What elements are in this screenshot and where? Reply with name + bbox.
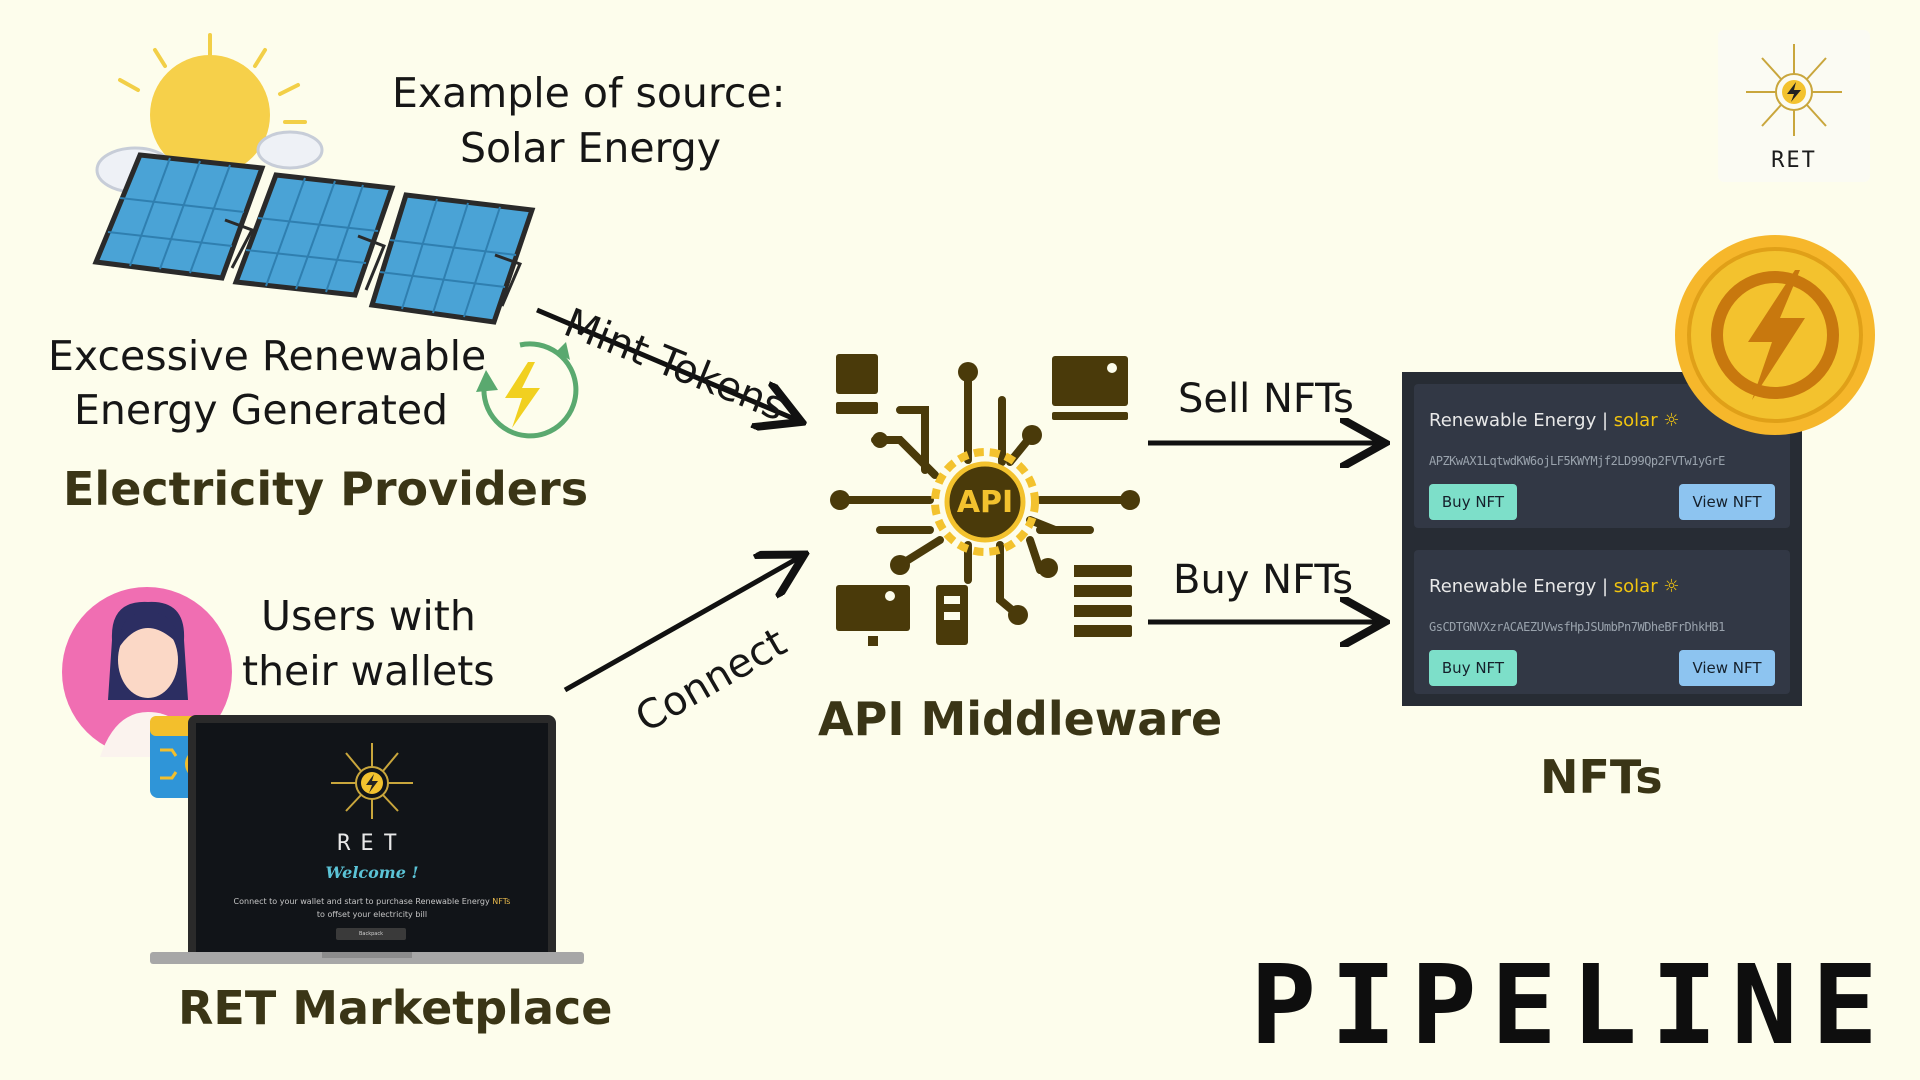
sell-nfts-label: Sell NFTs bbox=[1178, 376, 1354, 422]
sun-icon: ☼ bbox=[1663, 410, 1680, 431]
source-line-2: Solar Energy bbox=[460, 124, 722, 172]
screen-desc-part-2: and start to purchase Renewable Energy bbox=[326, 897, 490, 906]
nft-list-panel: Renewable Energy | solar ☼ APZKwAX1Lqtwd… bbox=[1402, 372, 1802, 706]
nft-hash: APZKwAX1LqtwdKW6ojLF5KWYMjf2LD99Qp2FVTw1… bbox=[1429, 454, 1725, 468]
connect-arrow bbox=[563, 557, 800, 693]
excess-line-1: Excessive Renewable bbox=[48, 332, 487, 380]
ret-marketplace-heading: RET Marketplace bbox=[178, 981, 613, 1035]
buy-nfts-label: Buy NFTs bbox=[1173, 557, 1354, 603]
view-nft-button[interactable]: View NFT bbox=[1679, 484, 1775, 520]
nfts-heading: NFTs bbox=[1540, 750, 1663, 804]
ret-logo-icon bbox=[1746, 44, 1842, 136]
pipeline-title: PIPELINE bbox=[1250, 941, 1892, 1069]
screen-description: Connect to your wallet and start to purc… bbox=[206, 895, 538, 921]
nft-title-text: Renewable Energy | bbox=[1429, 576, 1609, 597]
source-line-1: Example of source: bbox=[392, 69, 786, 117]
nft-title-text: Renewable Energy | bbox=[1429, 410, 1609, 431]
screen-desc-part-1: Connect to your wallet bbox=[233, 897, 325, 906]
screen-connect-button[interactable]: Backpack bbox=[336, 928, 406, 940]
screen-desc-highlight: NFTs bbox=[492, 897, 511, 906]
users-line-2: their wallets bbox=[242, 647, 495, 695]
buy-nft-button[interactable]: Buy NFT bbox=[1429, 484, 1517, 520]
nft-card-title: Renewable Energy | solar ☼ bbox=[1429, 576, 1679, 597]
ret-logo: RET bbox=[1718, 30, 1870, 182]
nft-card: Renewable Energy | solar ☼ GsCDTGNVXzrAC… bbox=[1414, 550, 1790, 694]
nft-type-text: solar bbox=[1613, 410, 1658, 431]
screen-desc-part-3: to offset your electricity bill bbox=[316, 910, 428, 919]
view-nft-button[interactable]: View NFT bbox=[1679, 650, 1775, 686]
buy-nft-button[interactable]: Buy NFT bbox=[1429, 650, 1517, 686]
api-chip-label: API bbox=[956, 485, 1014, 520]
nft-card-title: Renewable Energy | solar ☼ bbox=[1429, 410, 1679, 431]
nft-hash: GsCDTGNVXzrACAEZUVwsfHpJSUmbPn7WDheBFrDh… bbox=[1429, 620, 1725, 634]
users-line-1: Users with bbox=[261, 592, 476, 640]
electricity-providers-heading: Electricity Providers bbox=[63, 462, 589, 516]
screen-welcome: Welcome ! bbox=[325, 863, 419, 882]
nft-type-text: solar bbox=[1613, 576, 1658, 597]
api-middleware-heading: API Middleware bbox=[818, 692, 1223, 746]
screen-ret-title: RET bbox=[337, 831, 407, 856]
ret-screen-logo-icon bbox=[331, 743, 413, 819]
ret-logo-text: RET bbox=[1771, 148, 1817, 173]
sun-icon: ☼ bbox=[1663, 576, 1680, 597]
mint-arrow bbox=[536, 307, 797, 420]
laptop-screen: RET Welcome ! Connect to your wallet and… bbox=[188, 715, 556, 961]
excess-line-2: Energy Generated bbox=[74, 386, 449, 434]
